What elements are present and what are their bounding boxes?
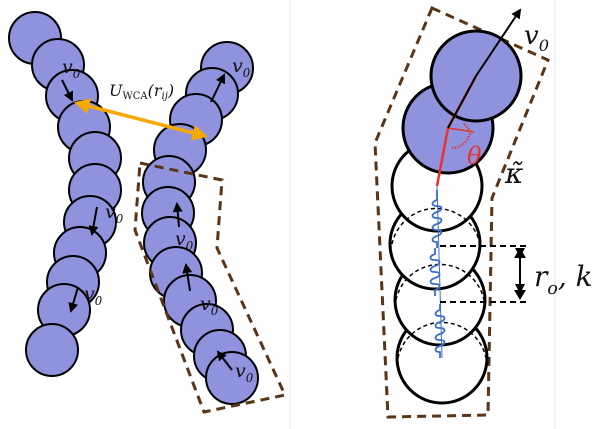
direction-arrow [216,350,233,371]
velocity-label: v0 [105,201,124,226]
overlap-arc [395,263,485,301]
velocity-label: v0 [232,55,251,80]
filament-box [133,161,288,414]
overlap-arc [397,321,487,359]
direction-arrow [68,286,79,313]
right-filament [388,29,523,405]
chain-springs [429,190,446,358]
dimension-arrowhead [514,290,526,300]
chain-axis [436,185,443,359]
overlap-arc [391,207,481,245]
chain-spring [434,304,446,358]
overlap-arcs [391,207,487,359]
chain-spring [431,190,443,248]
direction-arrow [182,263,193,292]
velocity-label: v0 [62,56,81,81]
velocity-label: v0 [200,293,219,318]
angle-label: θ [467,142,482,170]
direction-arrow [88,206,99,236]
velocity-label: v0 [235,360,254,385]
direction-arrow [172,202,183,228]
spring-label: ro, k [534,260,593,299]
spacing-dimension [440,245,528,303]
left-panel: v0 v0 v0 v0 v0 v0 v0 UWCA(rij) [8,11,288,414]
potential-label: UWCA(rij) [109,81,174,102]
angle-spring [451,123,473,149]
dimension-arrowhead [514,248,526,258]
velocity-label: v0 [524,21,549,55]
self-propulsion-arrows [61,73,233,371]
filament-box [373,6,550,419]
heading-line [447,75,477,129]
interaction-arrow [73,98,209,141]
velocity-labels: v0 v0 v0 v0 v0 v0 v0 [62,55,254,385]
bending-label: κ̃ [504,157,523,190]
particle [205,351,259,405]
velocity-label: v0 [84,283,103,308]
direction-arrow [210,73,226,103]
particle [25,323,79,377]
right-panel: v0 θ κ̃ ro, k [373,6,593,419]
bending-segment [435,127,450,187]
chain-spring [429,248,441,296]
direction-arrow [61,79,73,102]
heading-arrow [475,8,522,77]
velocity-label: v0 [175,228,194,253]
